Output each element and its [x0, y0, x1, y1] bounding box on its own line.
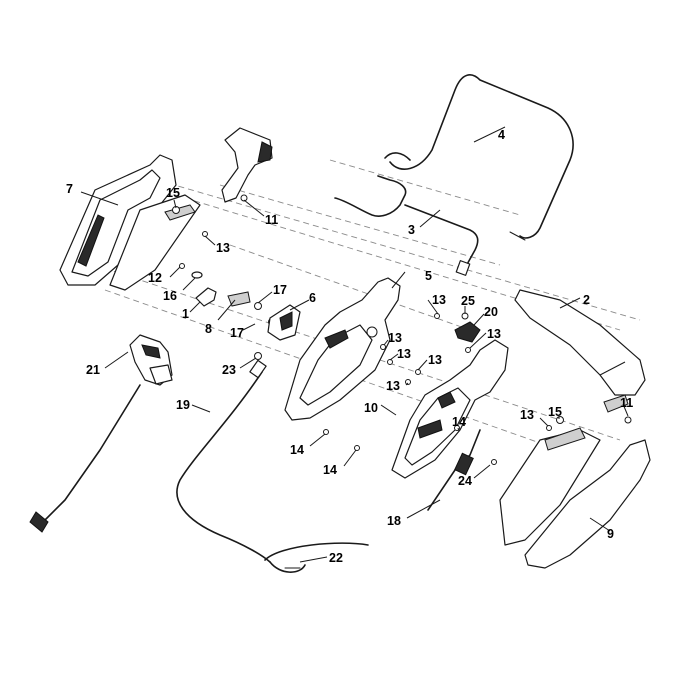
callout-13-d: 13 — [388, 331, 402, 345]
callout-10: 10 — [364, 401, 378, 415]
callout-7: 7 — [66, 182, 73, 196]
callout-13-b: 13 — [432, 293, 446, 307]
callout-labels: 1 2 3 4 5 6 7 8 9 10 11 11 12 13 13 13 1… — [66, 128, 633, 565]
left-lower-handle-tube — [109, 194, 201, 291]
throttle-lever-part — [29, 334, 173, 533]
callout-11-top: 11 — [265, 213, 278, 227]
callout-13-h: 13 — [520, 408, 534, 422]
callout-15-left: 15 — [166, 186, 180, 200]
callout-12: 12 — [148, 271, 162, 285]
callout-17-bottom: 17 — [230, 326, 244, 340]
callout-14-a: 14 — [290, 443, 304, 457]
callout-4: 4 — [498, 128, 505, 142]
callout-3: 3 — [408, 223, 415, 237]
callout-22: 22 — [329, 551, 343, 565]
callout-9: 9 — [607, 527, 614, 541]
foam-grip-part — [514, 289, 646, 413]
callout-2: 2 — [583, 293, 590, 307]
control-cable-part — [176, 359, 271, 563]
callout-24: 24 — [458, 474, 472, 488]
callout-1: 1 — [182, 307, 189, 321]
callout-6: 6 — [309, 291, 316, 305]
callout-19: 19 — [176, 398, 190, 412]
callout-13-g: 13 — [386, 379, 400, 393]
callout-13-c: 13 — [487, 327, 501, 341]
control-housing-part — [284, 277, 401, 421]
upper-handle-bar-part — [384, 74, 574, 241]
callout-14-b: 14 — [323, 463, 337, 477]
callout-14-c: 14 — [452, 415, 466, 429]
leader-lines — [80, 126, 629, 563]
right-lower-handle-part — [499, 427, 651, 569]
callout-25: 25 — [461, 294, 475, 308]
callout-23: 23 — [222, 363, 236, 377]
callout-8: 8 — [205, 322, 212, 336]
left-handle-cover-part — [59, 154, 177, 286]
handle-clamp-bracket — [221, 127, 273, 203]
lower-handle-bar-part — [334, 175, 479, 276]
callout-13-f: 13 — [428, 353, 442, 367]
callout-13-e: 13 — [397, 347, 411, 361]
callout-20: 20 — [484, 305, 498, 319]
callout-21: 21 — [86, 363, 100, 377]
callout-18: 18 — [387, 514, 401, 528]
callout-13-a: 13 — [216, 241, 230, 255]
callout-15-right: 15 — [548, 405, 562, 419]
switch-cable-part — [427, 429, 481, 511]
callout-11-right: 11 — [620, 396, 633, 410]
cable-end-part — [264, 542, 369, 573]
right-handle-cover-part — [391, 339, 509, 479]
callout-17-top: 17 — [273, 283, 287, 297]
callout-5: 5 — [425, 269, 432, 283]
callout-16: 16 — [163, 289, 177, 303]
